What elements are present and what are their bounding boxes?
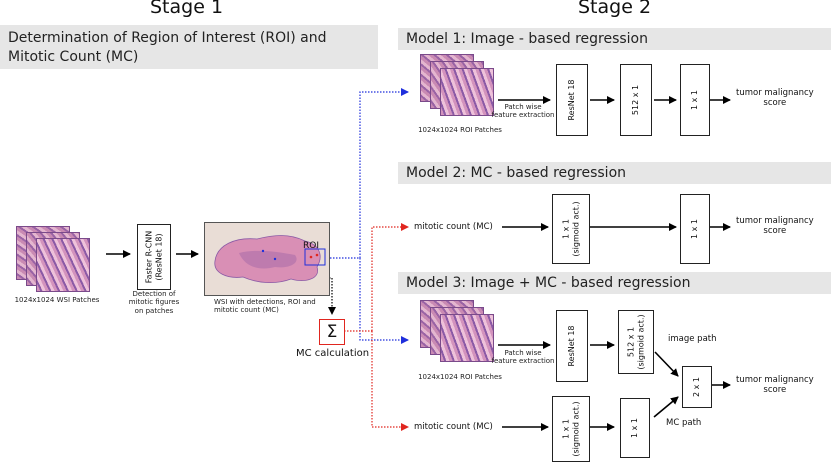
m3-2x1-box: 2 x 1 bbox=[682, 366, 712, 408]
m2-input-label: mitotic count (MC) bbox=[414, 222, 493, 232]
sigma-icon: Σ bbox=[326, 322, 338, 342]
roi-to-sigma-line bbox=[323, 262, 336, 315]
model3-header: Model 3: Image + MC - based regression bbox=[398, 272, 831, 294]
sigma-box: Σ bbox=[319, 319, 345, 345]
stage1-header: Determination of Region of Interest (ROI… bbox=[0, 25, 378, 69]
m3-mc-path-label: MC path bbox=[666, 418, 702, 428]
m3-input-label: mitotic count (MC) bbox=[414, 422, 493, 432]
m1-512-box: 512 x 1 bbox=[620, 64, 652, 136]
wsi-caption: WSI with detections, ROI and mitotic cou… bbox=[214, 298, 316, 315]
stage1-title: Stage 1 bbox=[150, 0, 224, 18]
m3-512-label: 512 x 1 (sigmoid act.) bbox=[626, 314, 645, 370]
m3-resnet-label: ResNet 18 bbox=[567, 325, 577, 367]
m3-2x1-label: 2 x 1 bbox=[692, 377, 702, 397]
m2-1x1-label: 1 x 1 bbox=[690, 219, 700, 239]
model1-header-text: Model 1: Image - based regression bbox=[406, 31, 648, 47]
wsi-patches-label: 1024x1024 WSI Patches bbox=[14, 296, 100, 304]
m1-512-label: 512 x 1 bbox=[631, 84, 641, 116]
stage1-header-line2: Mitotic Count (MC) bbox=[8, 49, 139, 65]
m3-arrow-7 bbox=[653, 396, 679, 418]
m3-patch-1 bbox=[440, 314, 494, 362]
detection-caption: Detection of mitotic figures on patches bbox=[128, 290, 180, 315]
m3-image-path-label: image path bbox=[668, 334, 717, 344]
stage2-title: Stage 2 bbox=[578, 0, 652, 18]
wsi-patch-1 bbox=[36, 238, 90, 292]
m1-resnet-label: ResNet 18 bbox=[567, 79, 577, 121]
m1-extract-label: Patch wise feature extraction bbox=[491, 103, 555, 120]
mc-calc-label: MC calculation bbox=[296, 348, 370, 359]
m3-extract-label: Patch wise feature extraction bbox=[491, 349, 555, 366]
model3-header-text: Model 3: Image + MC - based regression bbox=[406, 275, 691, 291]
m3-output-label: tumor malignancy score bbox=[736, 375, 814, 395]
stage1-header-line1: Determination of Region of Interest (ROI… bbox=[8, 30, 327, 46]
model2-header-text: Model 2: MC - based regression bbox=[406, 165, 627, 181]
m1-patches-label: 1024x1024 ROI Patches bbox=[418, 126, 502, 134]
wsi-tissue bbox=[214, 235, 326, 283]
m1-resnet-box: ResNet 18 bbox=[556, 64, 588, 136]
m3-512-box: 512 x 1 (sigmoid act.) bbox=[618, 310, 654, 374]
blue-line-model3 bbox=[359, 258, 409, 344]
red-line-model3 bbox=[371, 331, 409, 431]
m3-1x1-box: 1 x 1 bbox=[620, 398, 650, 458]
m3-arrow-3 bbox=[654, 351, 679, 377]
m2-output-label: tumor malignancy score bbox=[736, 216, 814, 236]
m1-1x1-box: 1 x 1 bbox=[680, 64, 710, 136]
m1-patch-1 bbox=[440, 68, 494, 116]
red-line-model2 bbox=[371, 223, 409, 331]
wsi-image bbox=[204, 222, 330, 296]
model1-header: Model 1: Image - based regression bbox=[398, 28, 831, 50]
faster-rcnn-box: Faster R-CNN (ResNet 18) bbox=[137, 224, 171, 290]
m1-output-label: tumor malignancy score bbox=[736, 88, 814, 108]
m2-1x1-box: 1 x 1 bbox=[680, 194, 710, 264]
m2-sigmoid-label: 1 x 1 (sigmoid act.) bbox=[561, 201, 580, 257]
faster-rcnn-label: Faster R-CNN (ResNet 18) bbox=[144, 230, 163, 284]
m3-sigmoid-label: 1 x 1 (sigmoid act.) bbox=[561, 401, 580, 457]
m2-sigmoid-box: 1 x 1 (sigmoid act.) bbox=[552, 194, 590, 264]
m1-1x1-label: 1 x 1 bbox=[690, 90, 700, 110]
m3-sigmoid-box: 1 x 1 (sigmoid act.) bbox=[552, 396, 590, 462]
blue-line-model1 bbox=[359, 88, 409, 258]
model2-header: Model 2: MC - based regression bbox=[398, 162, 831, 184]
roi-label: ROI bbox=[303, 241, 319, 251]
m3-resnet-box: ResNet 18 bbox=[556, 310, 588, 382]
m3-1x1-label: 1 x 1 bbox=[630, 418, 640, 438]
m3-patches-label: 1024x1024 ROI Patches bbox=[418, 373, 502, 381]
